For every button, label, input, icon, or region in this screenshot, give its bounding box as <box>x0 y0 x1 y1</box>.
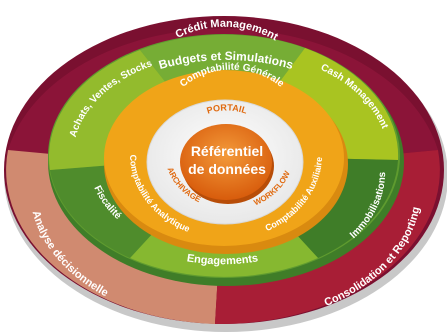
center-circle[interactable] <box>180 124 272 200</box>
center-line1: Référentiel <box>191 143 263 159</box>
label-engagements: Engagements <box>186 252 259 267</box>
label-portail: PORTAIL <box>205 102 249 115</box>
center-line2: de données <box>188 161 266 177</box>
